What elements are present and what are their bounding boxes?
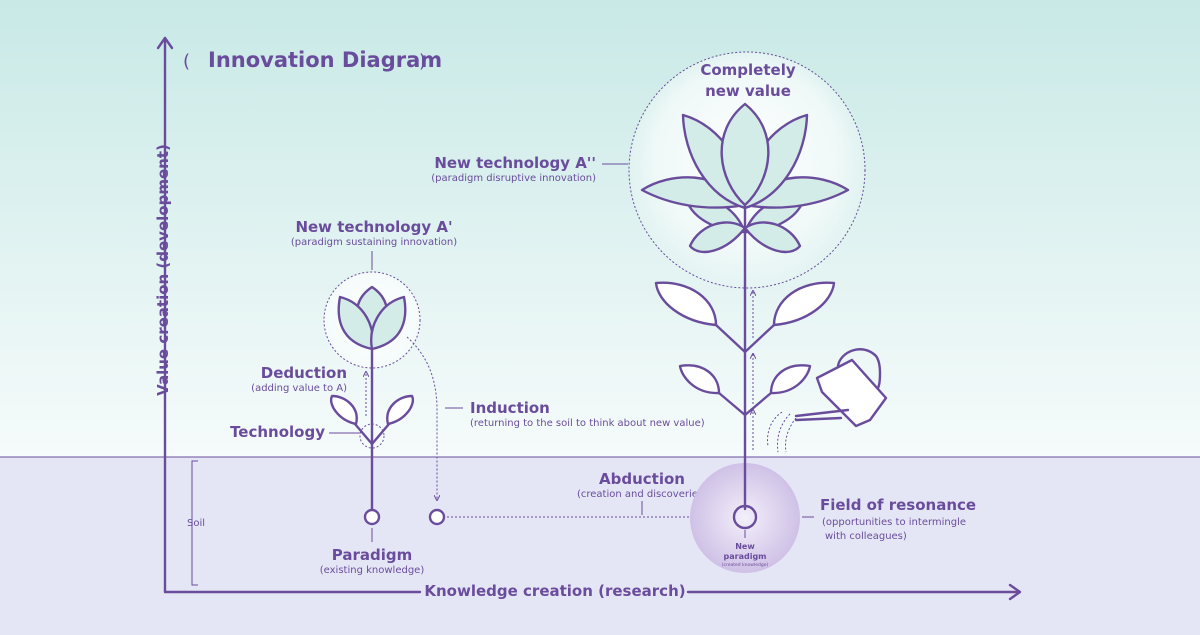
right-petal-bottom-left <box>688 221 747 254</box>
water-drops-1 <box>777 413 791 453</box>
soil-background <box>0 457 1200 635</box>
left-flower <box>323 271 421 526</box>
induction-arrow <box>406 336 437 500</box>
left-petal-right <box>370 295 407 351</box>
sky-background <box>0 0 1200 457</box>
new-tech-a-double-prime-subtitle: (paradigm disruptive innovation) <box>431 173 596 184</box>
new-paradigm-line2: paradigm <box>724 552 767 561</box>
x-axis-label: Knowledge creation (research) <box>424 582 685 600</box>
induction-sublabel: (returning to the soil to think about ne… <box>470 418 705 429</box>
technology-marker <box>359 423 385 449</box>
soil-bracket <box>191 460 198 586</box>
watering-can-spout-lower <box>794 416 843 422</box>
induction-seed-icon <box>428 508 446 526</box>
right-lower-fork <box>717 391 773 417</box>
watering-can-spout <box>794 408 850 418</box>
y-axis-label: Value creation (development) <box>154 144 172 396</box>
new-paradigm-line1: New <box>735 542 755 551</box>
deduction-sublabel: (adding value to A) <box>251 383 347 394</box>
field-sublabel-2: with colleagues) <box>825 531 907 542</box>
field-of-resonance-circle <box>690 463 800 573</box>
page-title: Innovation Diagram <box>208 48 442 72</box>
soil-label: Soil <box>187 518 205 529</box>
right-upper-fork <box>714 323 776 354</box>
x-axis-arrow <box>1008 583 1022 601</box>
new-tech-a-prime-title: New technology A' <box>295 218 452 236</box>
new-paradigm-seed-icon <box>732 504 758 530</box>
watering-can-body <box>815 358 888 428</box>
left-stem-fork <box>353 422 391 446</box>
water-drops-3 <box>767 411 783 447</box>
abduction-label: Abduction <box>599 470 685 488</box>
deduction-label: Deduction <box>261 364 347 382</box>
right-petal-center <box>720 102 770 207</box>
paradigm-seed-icon <box>363 508 381 526</box>
completely-label-line2: new value <box>705 82 791 100</box>
new-paradigm-sublabel: (created knowledge) <box>722 562 769 568</box>
right-petal-bottom-right <box>743 221 802 254</box>
new-tech-a-double-prime-title: New technology A'' <box>434 154 596 172</box>
water-drops-2 <box>785 417 797 453</box>
field-sublabel-1: (opportunities to intermingle <box>822 517 966 528</box>
technology-label: Technology <box>230 423 325 441</box>
right-leaf-upper-right <box>772 281 836 327</box>
abduction-sublabel: (creation and discoveries) <box>577 489 707 500</box>
title-bracket-close: ) <box>419 51 426 72</box>
induction-label: Induction <box>470 399 550 417</box>
right-leaf-upper-left <box>654 281 718 327</box>
watering-can-icon <box>767 348 888 453</box>
watering-can-handle <box>836 348 882 390</box>
left-leaf-left <box>329 394 358 426</box>
field-of-resonance-label: Field of resonance <box>820 496 976 514</box>
paradigm-label: Paradigm <box>332 546 412 564</box>
right-leaf-lower-left <box>678 364 721 395</box>
y-axis-arrow <box>156 36 174 50</box>
left-leaf-right <box>386 394 415 426</box>
title-bracket-open: ( <box>183 51 190 72</box>
paradigm-sublabel: (existing knowledge) <box>320 565 425 576</box>
completely-label-line1: Completely <box>700 61 795 79</box>
new-tech-a-prime-subtitle: (paradigm sustaining innovation) <box>291 237 457 248</box>
right-flower <box>628 51 866 573</box>
right-leaf-lower-right <box>769 364 812 395</box>
